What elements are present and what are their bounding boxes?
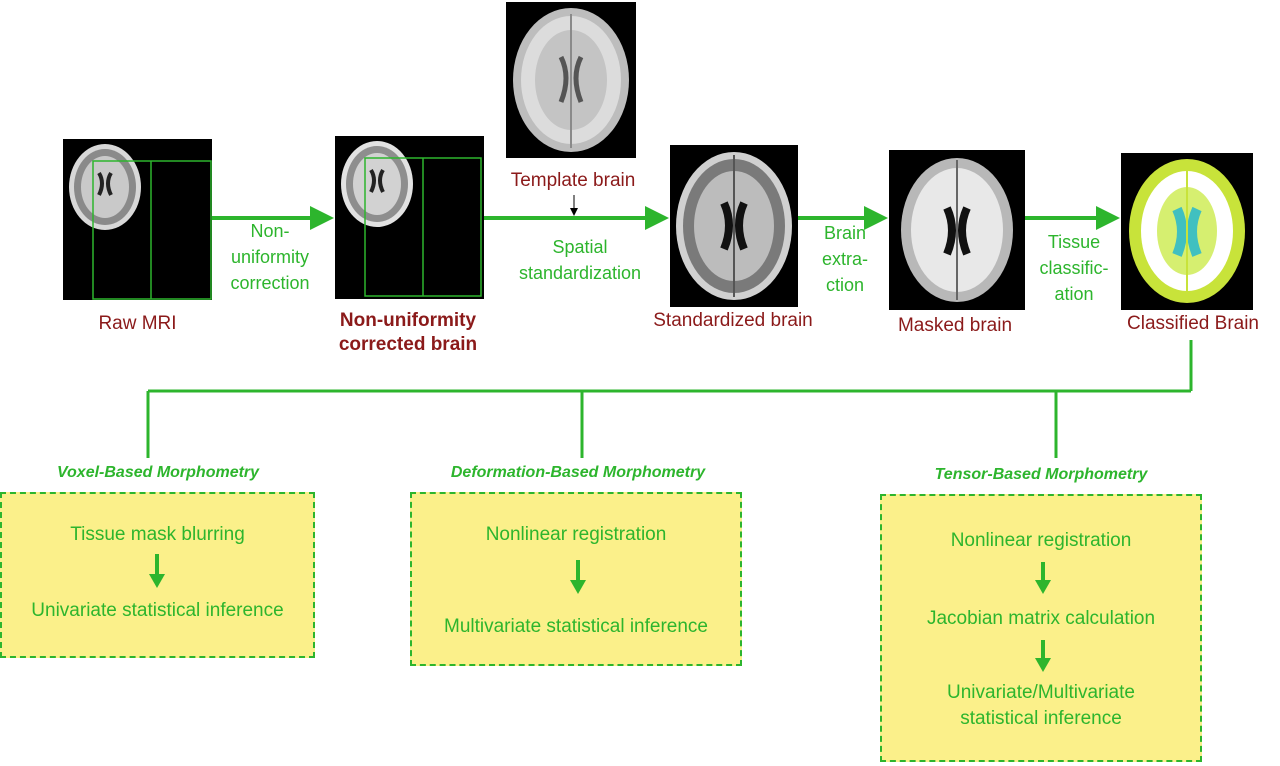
step-line: Brain	[823, 223, 867, 243]
step-line: extra-	[821, 249, 868, 269]
down-arrow-icon	[1035, 562, 1051, 594]
step-line: ation	[1054, 284, 1094, 304]
template-brain-caption: Template brain	[510, 170, 636, 191]
classified-brain-image	[1121, 153, 1253, 310]
masked-brain-caption: Masked brain	[897, 315, 1013, 336]
caption-line: corrected brain	[338, 334, 478, 355]
dbm-step-inference: Multivariate statistical inference	[444, 616, 708, 637]
vbm-title: Voxel-Based Morphometry	[56, 464, 260, 481]
step-line: correction	[230, 273, 310, 293]
tbm-step-inference-line2: statistical inference	[960, 708, 1122, 729]
template-brain-image	[506, 2, 636, 158]
step-line: ction	[825, 275, 865, 295]
down-arrow-icon	[570, 560, 586, 594]
standardized-brain-image	[670, 145, 798, 307]
step-line: classific-	[1039, 258, 1109, 278]
raw-mri-image	[63, 139, 212, 300]
dbm-box: Nonlinear registration Multivariate stat…	[410, 492, 742, 666]
dbm-step-registration: Nonlinear registration	[485, 524, 667, 545]
step-line: Tissue	[1047, 232, 1101, 252]
tbm-step-inference-line1: Univariate/Multivariate	[947, 682, 1135, 703]
vbm-step-blurring: Tissue mask blurring	[70, 524, 245, 545]
tbm-box: Nonlinear registration Jacobian matrix c…	[880, 494, 1202, 762]
step-tissue-classification: Tissue classific- ation	[1026, 229, 1122, 307]
step-spatial-standardization: Spatial standardization	[500, 234, 660, 286]
step-line: Non-	[250, 221, 290, 241]
dbm-title: Deformation-Based Morphometry	[450, 464, 706, 481]
step-brain-extraction: Brain extra- ction	[800, 220, 890, 298]
step-line: standardization	[518, 263, 642, 283]
caption-line: Non-uniformity	[339, 310, 477, 331]
step-line: Spatial	[552, 237, 608, 257]
down-arrow-icon	[1035, 640, 1051, 672]
raw-mri-caption: Raw MRI	[98, 313, 177, 334]
tbm-step-jacobian: Jacobian matrix calculation	[926, 608, 1156, 629]
nu-corrected-caption: Non-uniformity corrected brain	[318, 309, 498, 357]
nu-corrected-image	[335, 136, 484, 299]
tbm-title: Tensor-Based Morphometry	[934, 466, 1148, 483]
down-arrow-icon	[149, 554, 165, 588]
vbm-box: Tissue mask blurring Univariate statisti…	[0, 492, 315, 658]
standardized-brain-caption: Standardized brain	[653, 310, 813, 331]
step-line: uniformity	[230, 247, 310, 267]
step-nonuniformity-correction: Non- uniformity correction	[212, 218, 328, 296]
tbm-step-registration: Nonlinear registration	[950, 530, 1132, 551]
vbm-step-inference: Univariate statistical inference	[31, 600, 284, 621]
masked-brain-image	[889, 150, 1025, 310]
classified-brain-caption: Classified Brain	[1127, 313, 1259, 334]
